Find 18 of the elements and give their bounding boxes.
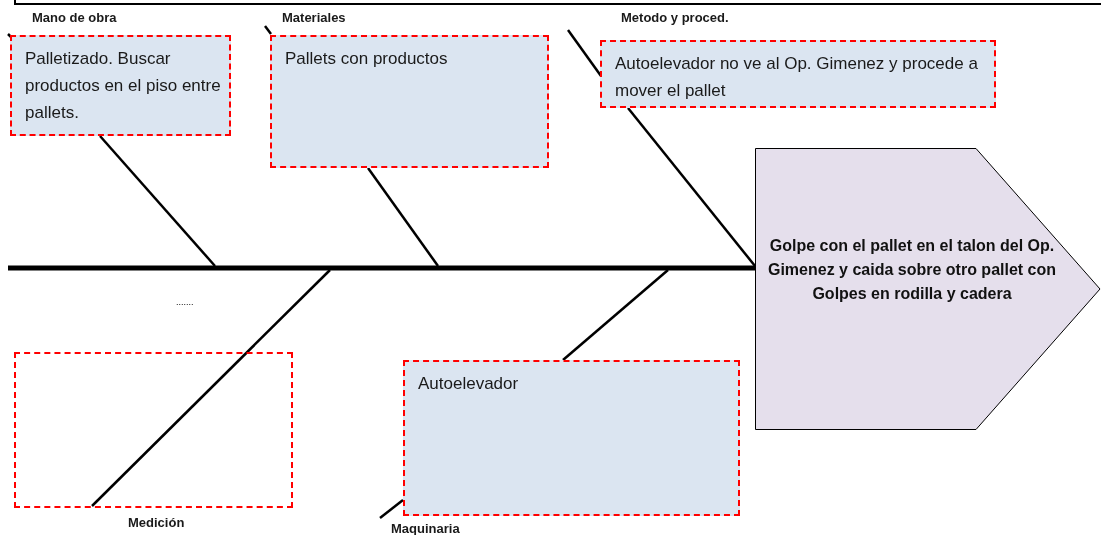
- bone-line: [627, 107, 756, 267]
- note-text: .......: [176, 297, 194, 307]
- effect-text: Golpe con el pallet en el talon del Op. Gimenez y caida sobre otro pallet con Golpes en rodilla y cadera: [766, 236, 1058, 304]
- cause-text: Autoelevador no ve al Op. Gimenez y procede a mover el pallet: [615, 53, 979, 102]
- cause-text: Autoelevador: [418, 373, 520, 395]
- bone-line: [367, 167, 439, 267]
- category-heading: Materiales: [282, 10, 346, 25]
- bone-line: [562, 269, 669, 361]
- category-heading: Metodo y proced.: [621, 10, 729, 25]
- bone-line: [91, 269, 331, 507]
- bone-line: [99, 135, 216, 267]
- category-heading: Maquinaria: [391, 521, 460, 535]
- cause-text: Pallets con productos: [285, 48, 449, 70]
- category-heading: Mano de obra: [32, 10, 117, 25]
- spine-line: [8, 265, 755, 271]
- cause-text: Palletizado. Buscar productos en el piso entre pallets.: [25, 48, 221, 124]
- category-heading: Medición: [128, 515, 185, 530]
- effect-pentagon: [755, 148, 1101, 430]
